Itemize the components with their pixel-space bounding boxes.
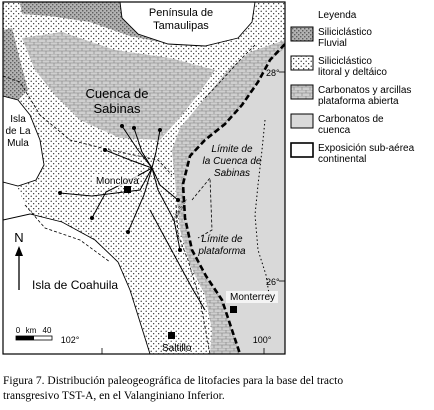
legend-item-4-line1: Carbonatos de [318, 114, 384, 125]
facies-boundaries [3, 44, 256, 354]
transport-nodes [58, 124, 182, 252]
label-limite-plataforma-1: Límite de [201, 234, 243, 245]
legend-item-1-line2: Fluvial [318, 38, 347, 49]
legend-item-4-line2: cuenca [318, 125, 351, 136]
legend-item-5-line2: continental [318, 154, 366, 165]
label-limite-cuenca-2: la Cuenca de [203, 156, 262, 167]
island-coahuila [3, 213, 151, 354]
scale-unit: km [26, 326, 37, 335]
label-monterrey: Monterrey [230, 292, 275, 303]
paleogeographic-map-figure: Península de Tamaulipas Cuenca de Sabina… [2, 1, 415, 355]
label-limite-cuenca-1: Límite de [211, 144, 253, 155]
legend: Leyenda Siliciclástico Fluvial Siliciclá… [290, 10, 415, 165]
label-isla-la-mula-1: Isla [10, 114, 26, 125]
caption-line-2: transgresivo TST-A, en el Valanginiano I… [3, 390, 225, 402]
legend-title: Leyenda [318, 10, 357, 21]
label-saltillo: Saltillo [162, 343, 192, 354]
legend-swatch-fluvial [290, 26, 314, 42]
legend-item-3-line2: plataforma abierta [318, 96, 399, 107]
legend-swatch-platform [290, 84, 314, 100]
label-peninsula-1: Península de [149, 7, 213, 19]
map-labels: Península de Tamaulipas Cuenca de Sabina… [5, 4, 280, 354]
caption-line-1: Figura 7. Distribución paleogeográfica d… [3, 375, 344, 387]
saltillo-marker [168, 332, 175, 339]
label-isla-la-mula-2: de La [5, 126, 30, 137]
label-limite-plataforma-2: plataforma [197, 246, 246, 257]
label-isla-coahuila: Isla de Coahuila [32, 278, 118, 292]
legend-item-1-line1: Siliciclástico [318, 27, 372, 38]
monclova-marker [124, 186, 131, 193]
graticule-ticks [101, 71, 285, 354]
label-lon-102: 102° [61, 335, 80, 345]
label-monclova: Monclova [96, 176, 139, 187]
scale-bar: 0 km 40 [15, 326, 53, 341]
label-peninsula-2: Tamaulipas [153, 20, 209, 32]
label-lat-28: 28° [266, 68, 280, 78]
north-arrow: N [14, 230, 24, 290]
label-isla-la-mula-3: Mula [7, 138, 29, 149]
fault-line [149, 209, 206, 311]
legend-swatch-basin [290, 113, 314, 129]
legend-item-2-line2: litoral y deltáico [318, 67, 387, 78]
facies-fluvial-west [3, 28, 28, 100]
scale-value: 40 [43, 326, 52, 335]
transport-lines [59, 125, 181, 251]
label-cuenca-1: Cuenca de [86, 86, 149, 101]
label-limite-cuenca-3: Sabinas [214, 168, 250, 179]
platform-limit-line [254, 119, 271, 301]
label-lon-100: 100° [253, 335, 272, 345]
legend-item-2-line1: Siliciclástico [318, 56, 372, 67]
legend-swatch-exposure [290, 142, 314, 158]
scale-zero: 0 [16, 326, 21, 335]
legend-item-3-line1: Carbonatos y arcillas [318, 85, 411, 96]
label-cuenca-2: Sabinas [94, 101, 141, 116]
legend-swatch-littoral [290, 55, 314, 71]
legend-item-5-line1: Exposición sub-aérea [318, 143, 415, 154]
label-lat-26: 26° [266, 277, 280, 287]
figure-caption: Figura 7. Distribución paleogeográfica d… [3, 374, 433, 404]
facies-carbonate-inner [22, 32, 215, 140]
map-frame [2, 1, 286, 355]
map-panel: Península de Tamaulipas Cuenca de Sabina… [2, 1, 286, 355]
monterrey-marker [230, 306, 237, 313]
island-la-mula [3, 95, 45, 187]
basin-limit-line [181, 43, 285, 354]
north-arrow-label: N [14, 230, 23, 245]
facies-carbonate-basin [183, 40, 285, 354]
